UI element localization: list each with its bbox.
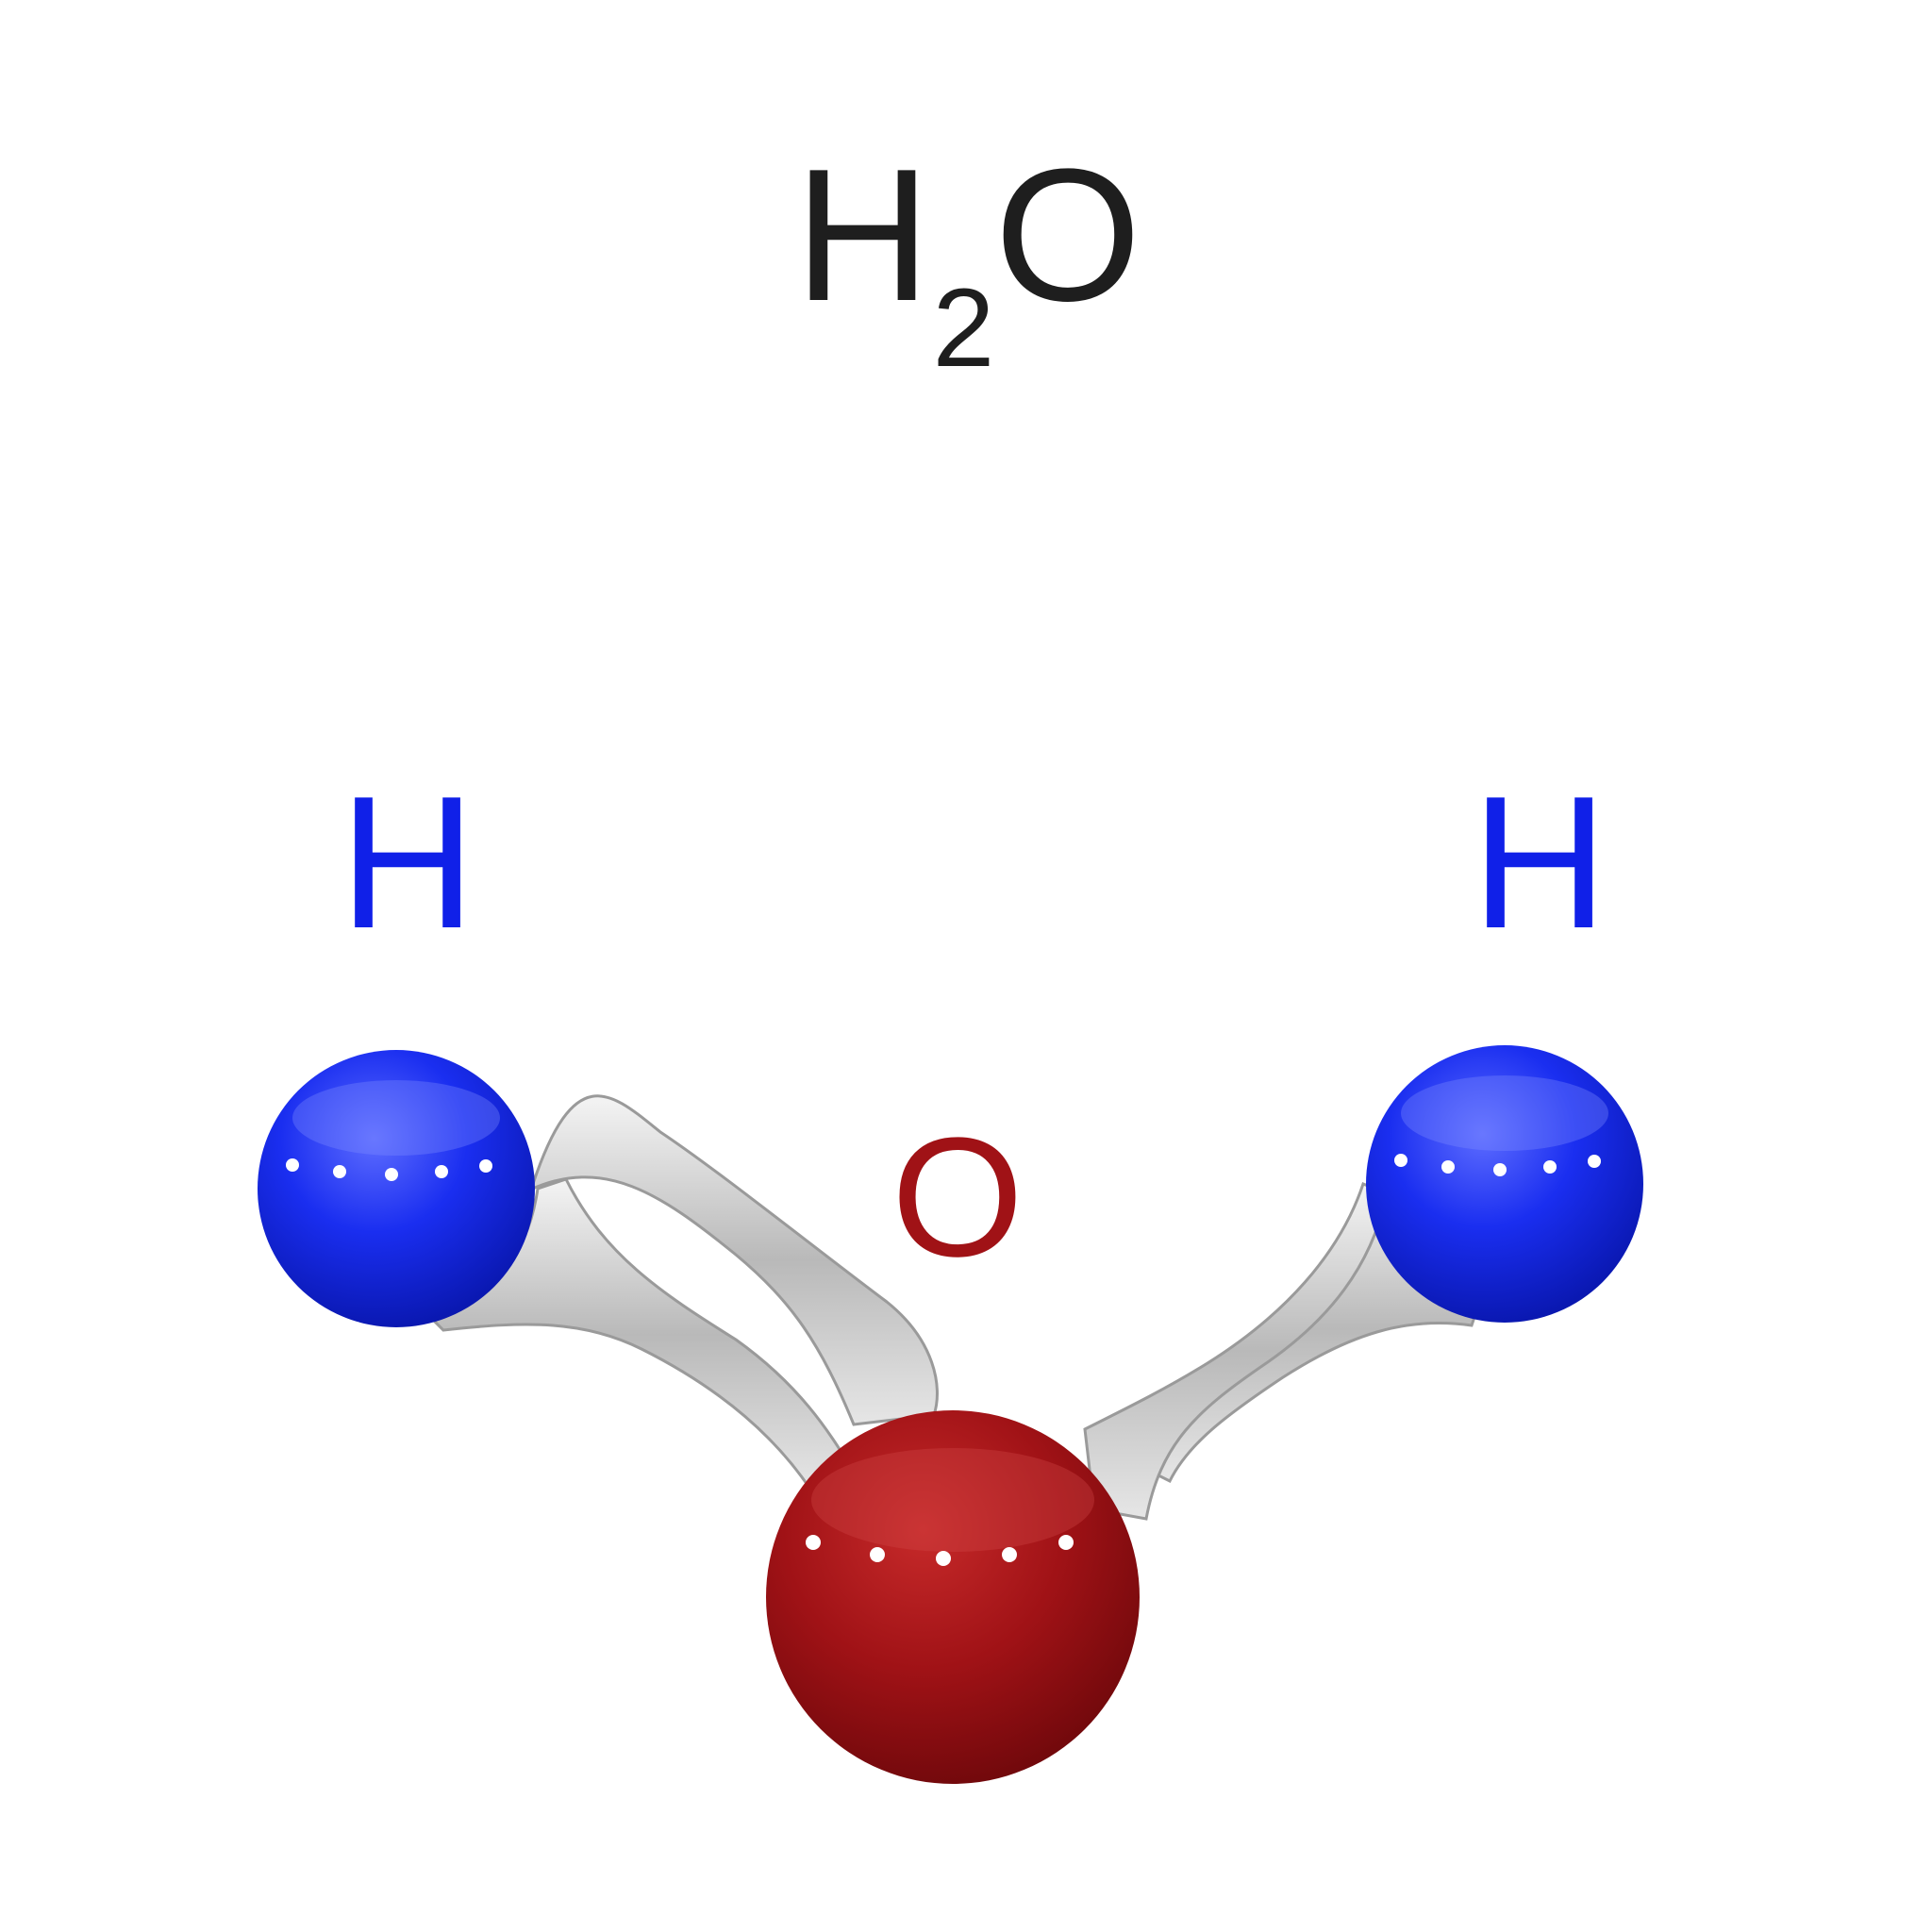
formula-subscript: 2 bbox=[932, 266, 995, 391]
oxygen-atom bbox=[766, 1410, 1140, 1784]
bond-left bbox=[431, 1094, 939, 1492]
hydrogen-left-atom bbox=[258, 1050, 535, 1327]
formula-hydrogen: H bbox=[794, 130, 930, 341]
hydrogen-right-atom bbox=[1366, 1045, 1643, 1323]
formula-oxygen: O bbox=[994, 130, 1141, 341]
oxygen-label: O bbox=[891, 1103, 1024, 1292]
molecular-formula: H2O bbox=[0, 142, 1932, 385]
hydrogen-left-label: H bbox=[339, 758, 476, 968]
hydrogen-right-label: H bbox=[1471, 758, 1608, 968]
